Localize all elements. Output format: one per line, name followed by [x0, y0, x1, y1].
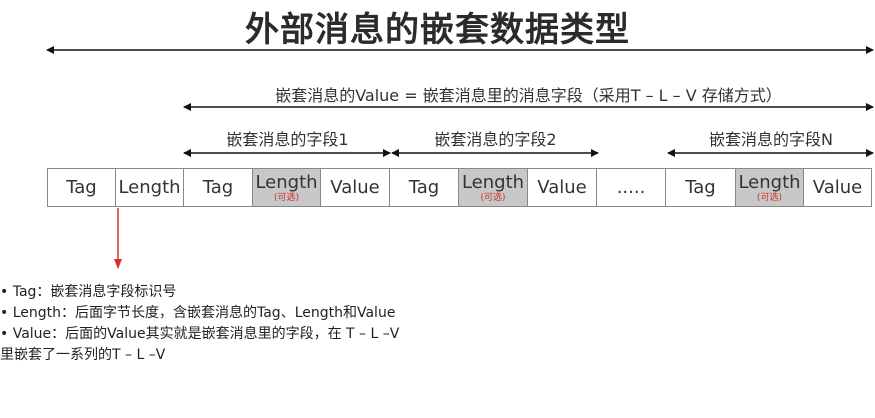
- field1-tag-cell: Tag: [183, 168, 253, 207]
- fieldn-optional-note: (可选): [756, 192, 783, 203]
- nested-value-label: 嵌套消息的Value = 嵌套消息里的消息字段（采用T – L – V 存储方式…: [275, 86, 782, 105]
- notes-list: • Tag：嵌套消息字段标识号 • Length：后面字节长度，含嵌套消息的Ta…: [0, 282, 399, 366]
- field2-length-text: Length: [461, 171, 525, 193]
- field2-value-text: Value: [537, 176, 587, 198]
- field2-tag-cell: Tag: [389, 168, 459, 207]
- field1-value-cell: Value: [320, 168, 390, 207]
- tlv-cell-row: Tag Length Tag Length (可选) Value Tag Len…: [47, 168, 872, 207]
- fieldn-value-cell: Value: [803, 168, 872, 207]
- field2-value-cell: Value: [527, 168, 597, 207]
- ellipsis-cell: .....: [596, 168, 666, 207]
- field1-tag-text: Tag: [202, 176, 234, 198]
- outer-length-cell: Length: [115, 168, 184, 207]
- fieldn-value-text: Value: [812, 176, 863, 198]
- fieldn-tag-text: Tag: [685, 176, 716, 198]
- field2-label: 嵌套消息的字段2: [434, 130, 557, 149]
- note-value-continued: 里嵌套了一系列的T – L –V: [0, 347, 166, 363]
- field1-length-cell: Length (可选): [252, 168, 321, 207]
- fieldn-length-text: Length: [738, 171, 801, 193]
- field2-optional-note: (可选): [480, 192, 506, 203]
- fieldn-label: 嵌套消息的字段N: [709, 130, 833, 149]
- outer-tag-cell: Tag: [47, 168, 116, 207]
- note-length: • Length：后面字节长度，含嵌套消息的Tag、Length和Value: [0, 305, 396, 321]
- field1-value-text: Value: [330, 176, 380, 198]
- note-value: • Value：后面的Value其实就是嵌套消息里的字段，在 T – L –V: [0, 326, 400, 342]
- field1-length-text: Length: [255, 171, 318, 193]
- field2-length-cell: Length (可选): [458, 168, 528, 207]
- diagram-title: 外部消息的嵌套数据类型: [245, 10, 630, 50]
- field2-tag-text: Tag: [408, 176, 440, 198]
- field1-label: 嵌套消息的字段1: [226, 130, 349, 149]
- field1-optional-note: (可选): [273, 192, 300, 203]
- fieldn-length-cell: Length (可选): [735, 168, 804, 207]
- fieldn-tag-cell: Tag: [665, 168, 736, 207]
- ellipsis-text: .....: [616, 176, 646, 198]
- outer-length-text: Length: [118, 176, 181, 198]
- outer-tag-text: Tag: [66, 176, 97, 198]
- note-tag: • Tag：嵌套消息字段标识号: [0, 284, 177, 300]
